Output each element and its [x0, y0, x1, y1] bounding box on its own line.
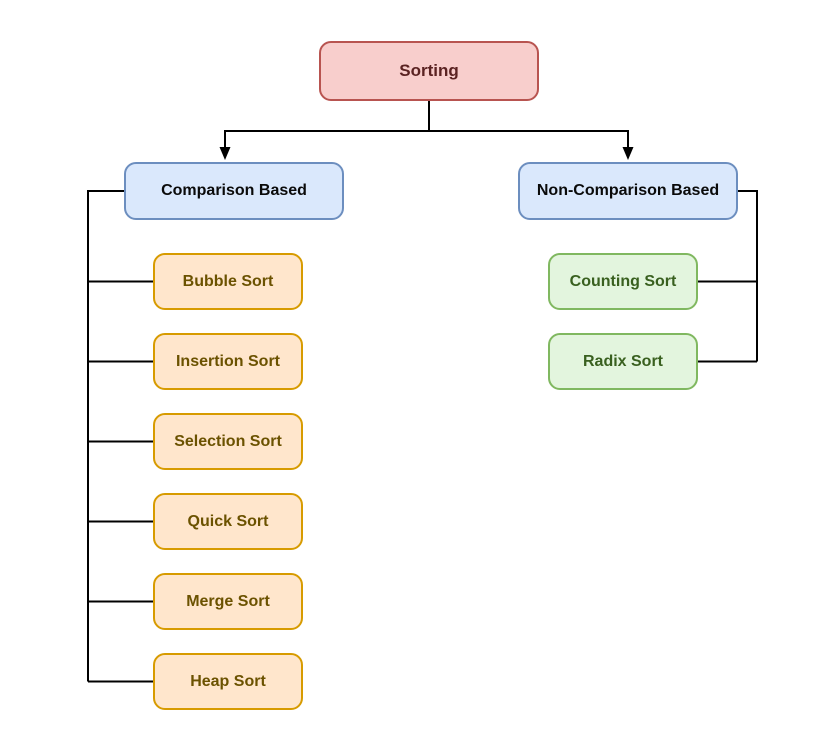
node-non-comparison-based: Non-Comparison Based [518, 162, 738, 220]
node-heap-sort: Heap Sort [153, 653, 303, 710]
node-selection-sort-label: Selection Sort [174, 432, 282, 450]
node-sorting-label: Sorting [399, 60, 459, 80]
node-bubble-sort: Bubble Sort [153, 253, 303, 310]
node-quick-sort-label: Quick Sort [187, 512, 269, 530]
arrowhead-noncomparison-icon [622, 147, 634, 160]
node-merge-sort: Merge Sort [153, 573, 303, 630]
node-counting-sort: Counting Sort [548, 253, 698, 310]
node-comparison-based-label: Comparison Based [161, 182, 307, 200]
arrowhead-comparison-icon [219, 147, 231, 160]
node-bubble-sort-label: Bubble Sort [182, 272, 274, 290]
node-quick-sort: Quick Sort [153, 493, 303, 550]
node-counting-sort-label: Counting Sort [569, 272, 677, 290]
node-insertion-sort-label: Insertion Sort [175, 352, 280, 370]
node-radix-sort-label: Radix Sort [582, 352, 663, 370]
node-selection-sort: Selection Sort [153, 413, 303, 470]
node-radix-sort: Radix Sort [548, 333, 698, 390]
node-insertion-sort: Insertion Sort [153, 333, 303, 390]
node-sorting: Sorting [319, 41, 539, 101]
node-non-comparison-based-label: Non-Comparison Based [536, 182, 720, 200]
node-merge-sort-label: Merge Sort [186, 592, 270, 610]
node-comparison-based: Comparison Based [124, 162, 344, 220]
node-heap-sort-label: Heap Sort [190, 672, 266, 690]
